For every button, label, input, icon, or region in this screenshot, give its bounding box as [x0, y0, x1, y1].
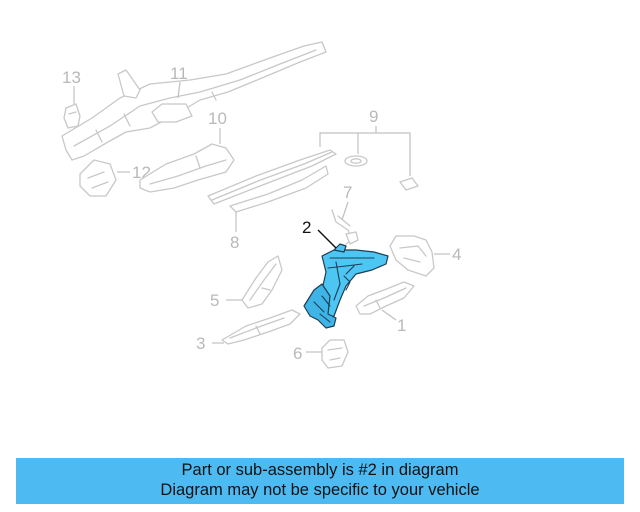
callout-10: 10 — [208, 109, 227, 128]
callout-1: 1 — [397, 316, 406, 335]
callout-9: 9 — [369, 107, 378, 126]
banner-line-1: Part or sub-assembly is #2 in diagram — [181, 461, 459, 479]
part-2-lower-body — [303, 283, 337, 329]
callout-5: 5 — [210, 291, 219, 310]
banner-line-2: Diagram may not be specific to your vehi… — [160, 480, 480, 499]
callout-11: 11 — [170, 64, 188, 83]
callout-6: 6 — [293, 344, 302, 363]
callout-7: 7 — [343, 183, 352, 202]
part-5-bracket — [241, 255, 283, 309]
part-12-bracket — [79, 159, 117, 197]
part-11-rail — [61, 41, 327, 161]
callout-3: 3 — [196, 334, 205, 353]
part-6-bracket — [321, 339, 349, 369]
part-2-highlighted — [303, 243, 389, 329]
callout-8: 8 — [230, 233, 239, 252]
part-7-bracket — [331, 209, 359, 245]
part-13-bracket — [63, 103, 81, 129]
info-banner: Part or sub-assembly is #2 in diagram Di… — [16, 458, 624, 504]
part-4-wheelhouse — [389, 235, 435, 277]
callout-4: 4 — [452, 245, 461, 264]
part-10-panel — [139, 143, 235, 193]
callout-2: 2 — [302, 218, 311, 237]
parts-diagram: 11 13 1 2 10 9 8 7 — [61, 41, 461, 369]
part-9-shelf — [207, 149, 419, 213]
callout-13: 13 — [62, 68, 81, 87]
part-3-sill — [221, 309, 301, 345]
part-1-extension — [355, 281, 415, 315]
